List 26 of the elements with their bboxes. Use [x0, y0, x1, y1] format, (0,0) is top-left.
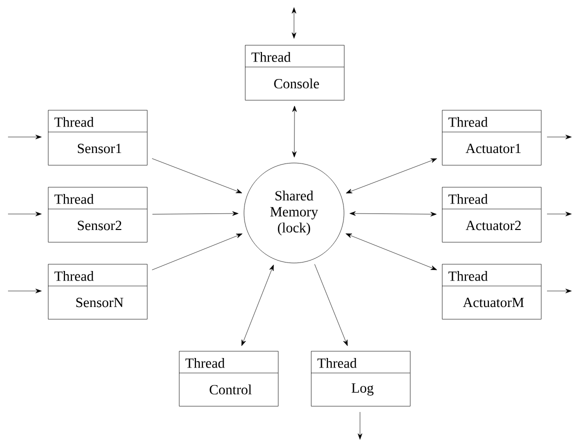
arrow — [241, 264, 274, 346]
arrow — [292, 106, 297, 158]
thread-box: Thread Control — [178, 351, 278, 406]
thread-box: Thread Actuator2 — [442, 187, 542, 242]
arrow — [350, 211, 437, 216]
arrow — [314, 264, 348, 346]
arrow — [8, 288, 42, 294]
thread-box: Thread Log — [310, 351, 410, 406]
arrow — [152, 158, 242, 194]
arrow — [292, 7, 296, 39]
arrow — [152, 211, 238, 216]
thread-box: Thread Sensor2 — [48, 187, 148, 242]
arrow — [8, 212, 42, 216]
arrow — [546, 212, 572, 216]
arrow — [346, 233, 437, 270]
arrow — [546, 288, 572, 294]
arrow — [346, 158, 437, 194]
arrow — [8, 134, 42, 140]
arrow — [152, 234, 242, 270]
thread-box: Thread Console — [244, 45, 344, 100]
thread-box: Thread Actuator1 — [442, 110, 542, 166]
arrow — [546, 134, 572, 140]
thread-box: Thread ActuatorM — [442, 264, 542, 320]
thread-box: Thread SensorN — [48, 264, 148, 320]
thread-box: Thread Sensor1 — [48, 110, 148, 166]
arrow — [358, 412, 362, 440]
